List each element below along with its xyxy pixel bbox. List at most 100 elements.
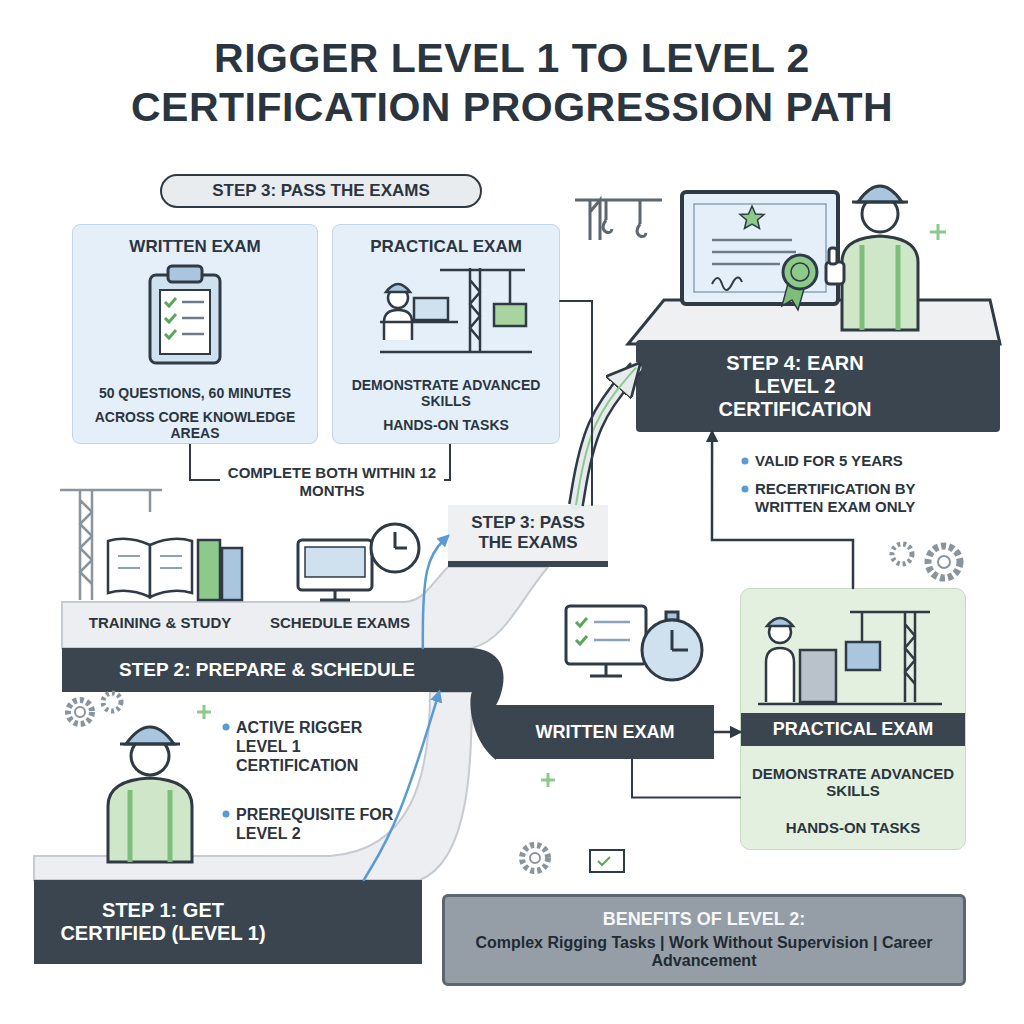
practical-exam-icon — [767, 618, 793, 626]
certificate-icon — [712, 277, 742, 290]
annotation-text: SCHEDULE EXAMS — [255, 614, 425, 632]
annotation-text: ACTIVE RIGGER LEVEL 1 CERTIFICATION — [236, 718, 396, 776]
connector-accent — [576, 368, 636, 505]
connector-outline — [576, 368, 636, 505]
clipboard-icon — [160, 290, 210, 354]
practical-exam-icon — [494, 304, 526, 326]
computer-icon — [672, 630, 688, 650]
road-surface — [62, 567, 548, 648]
practical-exam-icon — [769, 621, 791, 643]
connector-line — [576, 368, 636, 505]
bullet-dot — [223, 458, 749, 818]
annotation-text: RECERTIFICATION BY WRITTEN EXAM ONLY — [755, 480, 985, 516]
gear-icon — [938, 556, 950, 568]
computer-icon — [594, 622, 630, 640]
worker-figure — [131, 737, 169, 775]
gear-icon — [928, 546, 960, 578]
connector-arrow — [423, 536, 448, 648]
diagram-title: RIGGER LEVEL 1 TO LEVEL 2 CERTIFICATION … — [52, 34, 972, 132]
connector-line — [714, 731, 740, 734]
worker-figure — [862, 245, 898, 330]
practical-exam-icon — [380, 322, 532, 352]
connector-arrow — [560, 301, 592, 505]
worker-figure — [862, 196, 898, 232]
step-band: STEP 1: GET CERTIFIED (LEVEL 1) — [34, 880, 422, 964]
gear-icon — [75, 707, 85, 717]
worker-figure — [108, 727, 192, 862]
clipboard-icon — [182, 302, 204, 334]
node-heading: STEP 3: PASS THE EXAMS — [212, 181, 430, 201]
crane-outline — [60, 490, 162, 600]
connector-arrow — [712, 432, 853, 588]
computer-icon — [298, 540, 372, 590]
computer-icon — [566, 606, 702, 680]
bullet-dot — [223, 811, 230, 818]
practical-exam-icon — [846, 642, 880, 670]
book-icon — [118, 556, 182, 568]
annotation-text: COMPLETE BOTH WITHIN 12 MONTHS — [222, 464, 442, 500]
checkbox-icon — [590, 850, 624, 872]
practical-exam-icon — [758, 703, 942, 706]
worker-figure — [829, 248, 837, 264]
worker-figure — [852, 201, 908, 204]
node-text: ACROSS CORE KNOWLEDGE AREAS — [79, 409, 311, 441]
bullet-dot — [742, 486, 749, 493]
certificate-icon — [740, 206, 764, 229]
node-heading: WRITTEN EXAM — [536, 722, 675, 743]
node-heading: BENEFITS OF LEVEL 2: — [603, 909, 806, 930]
computer-icon — [576, 618, 587, 644]
node-text: HANDS-ON TASKS — [747, 819, 959, 836]
clipboard-icon — [165, 298, 176, 338]
practical-exam-icon — [414, 298, 448, 320]
annotation-text: TRAINING & STUDY — [75, 614, 245, 632]
crane-icon — [603, 220, 612, 233]
computer-icon — [566, 606, 646, 664]
node-text: DEMONSTRATE ADVANCED SKILLS — [747, 765, 959, 800]
practical-exam-icon — [440, 270, 525, 304]
node-heading: PRACTICAL EXAM — [339, 237, 553, 257]
crane-icon — [575, 200, 662, 240]
book-icon — [150, 539, 192, 597]
benefits-box: BENEFITS OF LEVEL 2: Complex Rigging Task… — [442, 894, 966, 986]
step-band: STEP 4: EARN LEVEL 2 CERTIFICATION — [636, 340, 1000, 432]
worker-figure — [126, 727, 174, 744]
book-icon — [222, 548, 242, 600]
node-heading: PRACTICAL EXAM — [741, 713, 965, 746]
bullet-dot — [223, 724, 230, 731]
step-band: STEP 3: PASS THE EXAMS — [448, 505, 608, 567]
certificate-icon — [682, 192, 838, 304]
node-heading: WRITTEN EXAM — [79, 237, 311, 257]
connector-line — [364, 692, 439, 880]
worker-figure — [120, 743, 180, 746]
plus-sign — [197, 705, 211, 719]
connector-line — [632, 759, 740, 798]
computer-icon — [590, 664, 622, 676]
practical-exam-icon — [470, 268, 480, 352]
road-surface — [628, 300, 1000, 344]
step-pill: STEP 3: PASS THE EXAMS — [160, 174, 482, 208]
computer-icon — [371, 524, 419, 572]
node-text: Complex Rigging Tasks | Work Without Sup… — [459, 934, 949, 971]
checkbox-icon — [598, 857, 610, 865]
annotation-text: VALID FOR 5 YEARS — [755, 452, 985, 470]
connector-line — [712, 432, 853, 588]
bullet-dot — [742, 458, 749, 465]
gear-icon — [522, 845, 548, 871]
connector-arrow — [576, 368, 636, 505]
worker-figure — [858, 186, 902, 202]
connector-line — [423, 536, 448, 648]
node-text: 50 QUESTIONS, 60 MINUTES — [79, 385, 311, 401]
computer-icon — [666, 612, 678, 620]
computer-icon — [320, 590, 350, 600]
practical-exam-icon — [800, 650, 836, 702]
worker-figure — [130, 790, 170, 862]
exam-band: WRITTEN EXAM — [496, 705, 714, 759]
bracket-line — [190, 444, 220, 480]
checkbox-icon — [590, 850, 624, 872]
certificate-icon — [682, 192, 838, 310]
certificate-icon — [694, 204, 826, 292]
crane-icon — [575, 200, 662, 240]
computer-icon — [642, 620, 702, 680]
connector-line — [560, 301, 592, 505]
